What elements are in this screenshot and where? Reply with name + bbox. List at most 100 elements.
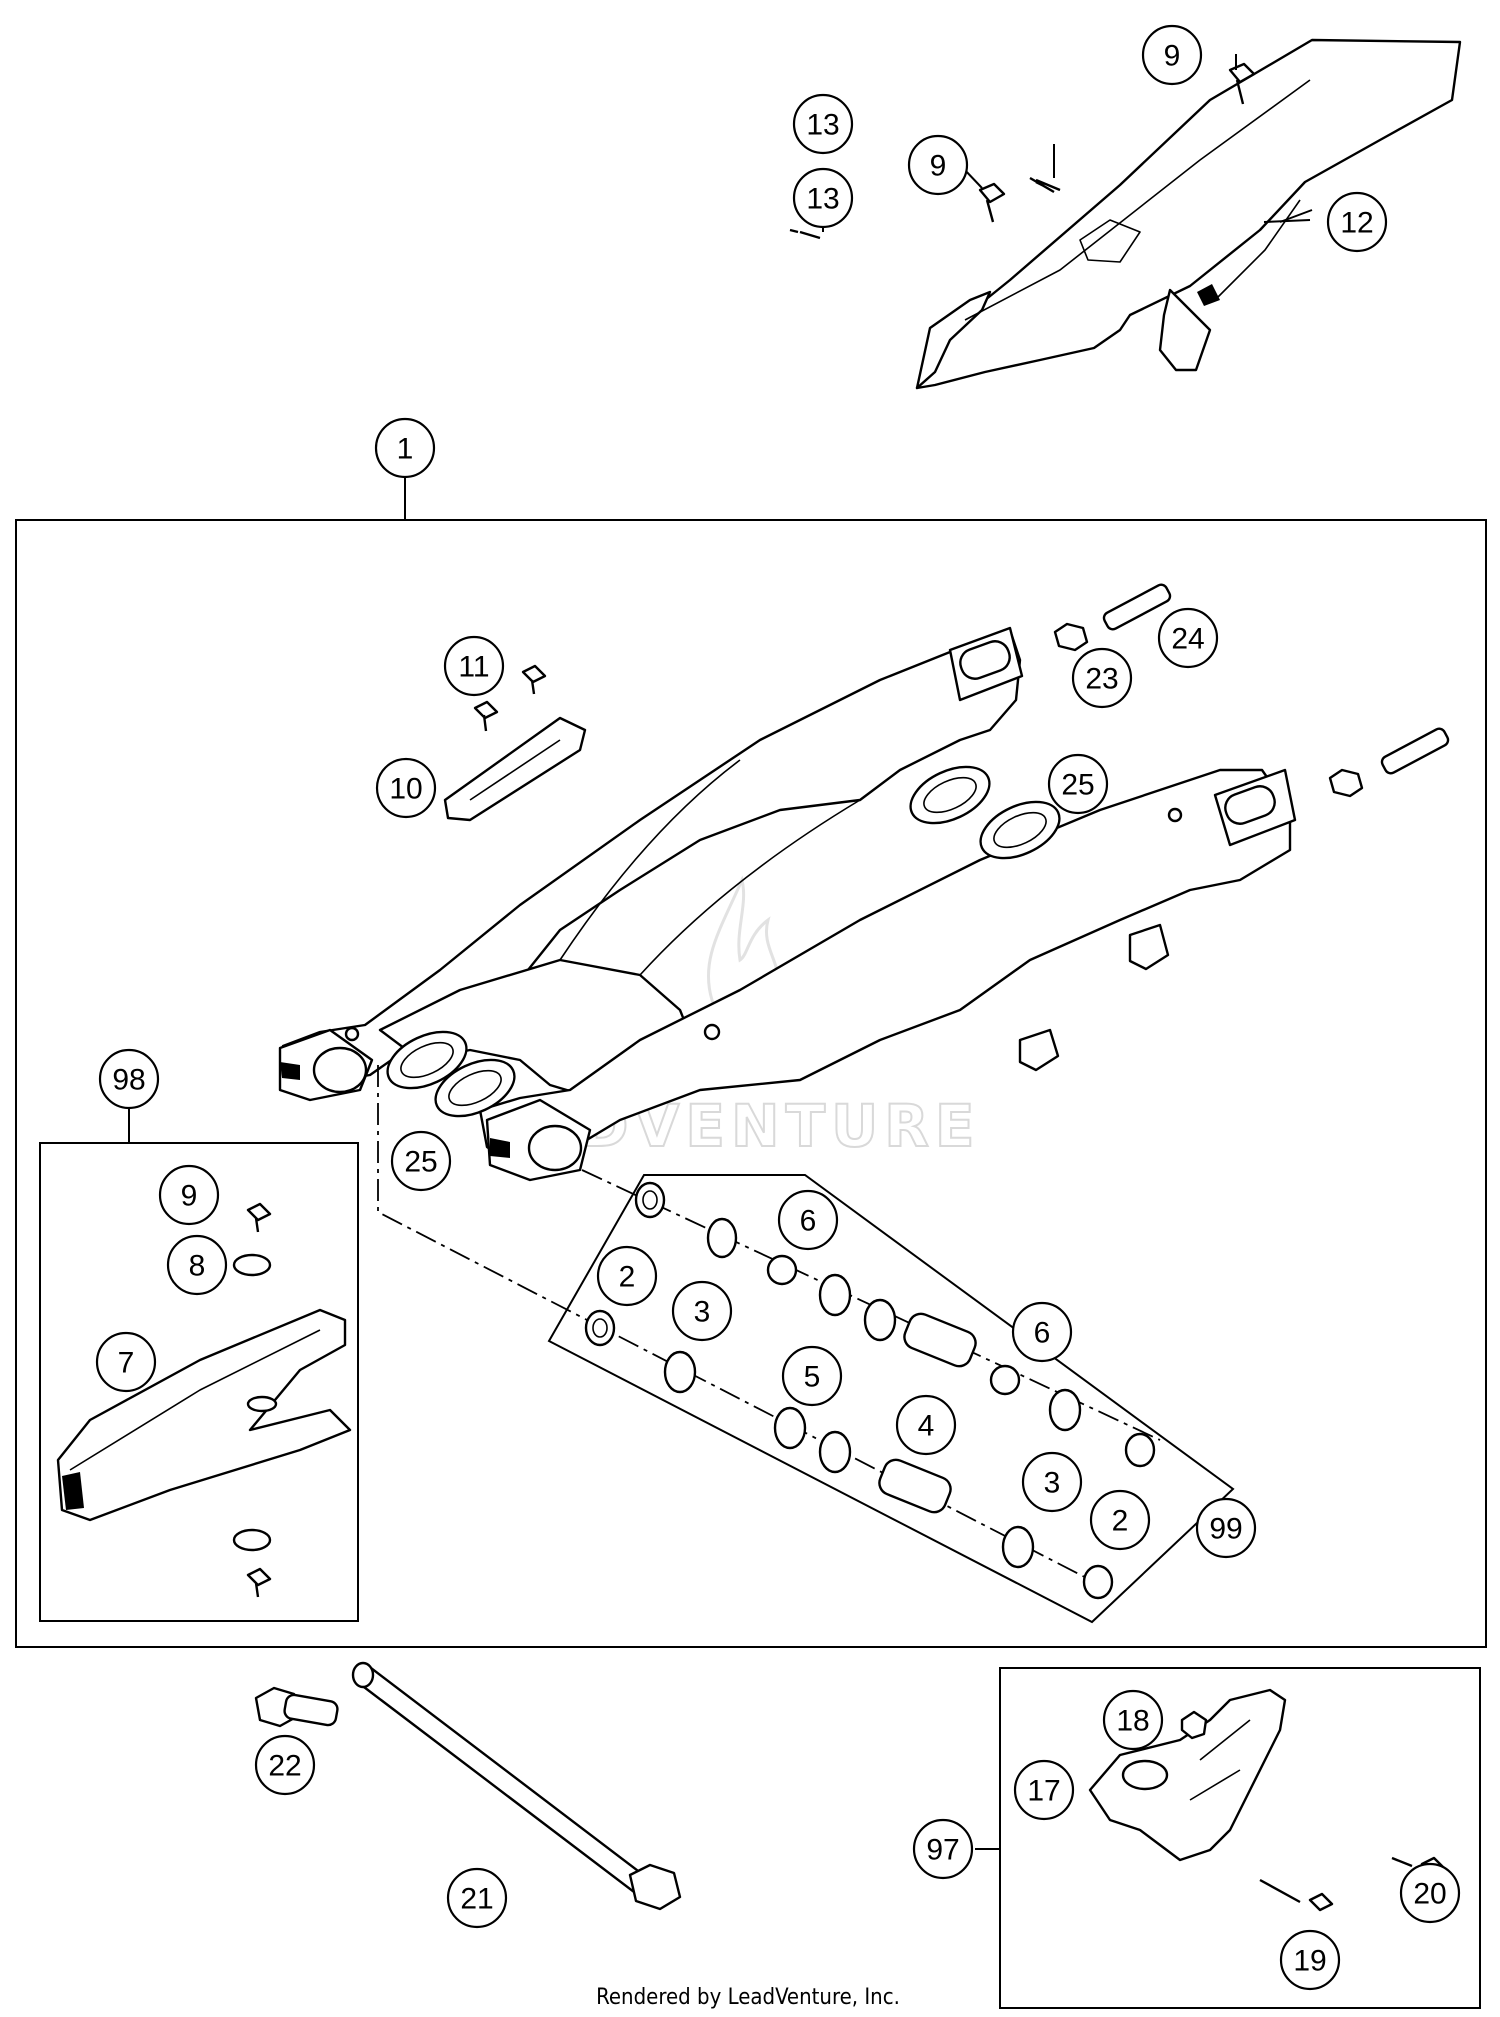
callout-label: 6: [1034, 1317, 1051, 1350]
callout-circle: [792, 167, 854, 229]
callout-circle: [895, 1394, 957, 1456]
callout-circle: [98, 1048, 160, 1110]
callout-22: 22: [254, 1734, 316, 1796]
callout-circle: [907, 134, 969, 196]
callout-circle: [596, 1245, 658, 1307]
callout-circle: [95, 1331, 157, 1393]
callout-label: 3: [694, 1296, 711, 1329]
footer-credit: Rendered by LeadVenture, Inc.: [596, 1985, 900, 2010]
callout-label: 13: [806, 183, 839, 216]
callout-label: 1: [397, 433, 414, 466]
callout-circle: [1089, 1489, 1151, 1551]
callout-circle: [443, 635, 505, 697]
swingarm: [278, 626, 1297, 1182]
callout-circle: [446, 1867, 508, 1929]
callouts: 1223345667899910111213131718192021222324…: [95, 24, 1461, 1991]
callout-circle: [1102, 1689, 1164, 1751]
callout-4: 4: [895, 1394, 957, 1456]
callout-25: 25: [390, 1130, 452, 1192]
callout-label: 12: [1340, 207, 1373, 240]
callout-label: 9: [181, 1180, 198, 1213]
callout-label: 25: [1061, 769, 1094, 802]
callout-7: 7: [95, 1331, 157, 1393]
chain-slider-parts: [56, 1202, 352, 1598]
callout-98: 98: [98, 1048, 160, 1110]
callout-label: 18: [1116, 1705, 1149, 1738]
callout-label: 99: [1209, 1513, 1242, 1546]
callout-8: 8: [166, 1234, 228, 1296]
callout-label: 17: [1027, 1775, 1060, 1808]
callout-label: 11: [458, 651, 489, 684]
chain-slider-upper: [443, 664, 587, 822]
callout-circle: [158, 1164, 220, 1226]
callout-1: 1: [374, 417, 436, 479]
chain-slider-kit-box: [39, 1142, 359, 1622]
chain-guard-bolts: [789, 62, 1256, 240]
pivot-bolt: [254, 1661, 682, 1911]
callout-circle: [1279, 1929, 1341, 1991]
callout-6: 6: [1011, 1301, 1073, 1363]
callout-circle: [1141, 24, 1203, 86]
callout-label: 10: [389, 773, 422, 806]
callout-5: 5: [781, 1345, 843, 1407]
bearing-kit-parts: [584, 1181, 1156, 1600]
callout-25: 25: [1047, 753, 1109, 815]
callout-circle: [1013, 1759, 1075, 1821]
callout-13: 13: [792, 167, 854, 229]
callout-label: 3: [1044, 1467, 1061, 1500]
callout-21: 21: [446, 1867, 508, 1929]
callout-2: 2: [1089, 1489, 1151, 1551]
callout-circle: [1021, 1451, 1083, 1513]
callout-20: 20: [1399, 1862, 1461, 1924]
callout-19: 19: [1279, 1929, 1341, 1991]
callout-3: 3: [671, 1280, 733, 1342]
chain-guide-kit-box: [999, 1667, 1481, 2009]
callout-99: 99: [1195, 1497, 1257, 1559]
callout-label: 20: [1413, 1878, 1446, 1911]
callout-circle: [390, 1130, 452, 1192]
callout-6: 6: [777, 1189, 839, 1251]
callout-13: 13: [792, 93, 854, 155]
callout-circle: [1326, 191, 1388, 253]
callout-23: 23: [1071, 647, 1133, 709]
axle-adjusters: [1053, 583, 1450, 798]
seals: [386, 765, 1061, 1118]
callout-circle: [166, 1234, 228, 1296]
callout-label: 19: [1293, 1945, 1326, 1978]
callout-label: 21: [460, 1883, 493, 1916]
callout-label: 9: [1164, 40, 1181, 73]
callout-12: 12: [1326, 191, 1388, 253]
callout-24: 24: [1157, 607, 1219, 669]
callout-10: 10: [375, 757, 437, 819]
callout-label: 7: [118, 1347, 135, 1380]
callout-label: 97: [926, 1834, 959, 1867]
callout-9: 9: [907, 134, 969, 196]
callout-label: 2: [1112, 1505, 1129, 1538]
bearing-kit-box: [547, 1174, 1235, 1624]
callout-97: 97: [912, 1818, 974, 1880]
callout-9: 9: [1141, 24, 1203, 86]
callout-label: 13: [806, 109, 839, 142]
callout-label: 8: [189, 1250, 206, 1283]
callout-circle: [375, 757, 437, 819]
callout-3: 3: [1021, 1451, 1083, 1513]
callout-circle: [1011, 1301, 1073, 1363]
pivot-axis-line: [377, 1065, 1101, 1586]
callout-label: 5: [804, 1361, 821, 1394]
callout-label: 98: [112, 1064, 145, 1097]
callout-2: 2: [596, 1245, 658, 1307]
callout-circle: [781, 1345, 843, 1407]
chain-guard: [915, 38, 1462, 390]
callout-circle: [374, 417, 436, 479]
callout-label: 9: [930, 150, 947, 183]
callout-circle: [1047, 753, 1109, 815]
callout-label: 25: [404, 1146, 437, 1179]
callout-circle: [1195, 1497, 1257, 1559]
callout-label: 24: [1171, 623, 1204, 656]
swingarm-assembly-box: [15, 519, 1487, 1648]
callout-label: 2: [619, 1261, 636, 1294]
callout-label: 4: [918, 1410, 935, 1443]
callout-circle: [1071, 647, 1133, 709]
callout-circle: [254, 1734, 316, 1796]
